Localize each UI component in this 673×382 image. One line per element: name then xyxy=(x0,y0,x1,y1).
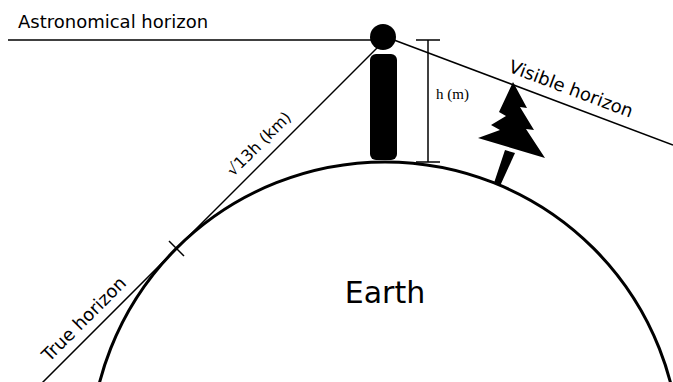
region-label: Earth xyxy=(345,276,425,309)
height-tick xyxy=(416,161,440,163)
astronomical-horizon-line xyxy=(8,39,372,41)
distance-label: √13h (km) xyxy=(223,108,294,179)
height-bracket xyxy=(427,40,429,162)
person-figure xyxy=(370,24,397,160)
true-horizon-line xyxy=(30,42,383,382)
earth-outline xyxy=(90,162,673,382)
horizon-label: Astronomical horizon xyxy=(18,12,208,32)
tree-figure xyxy=(478,82,545,186)
tangent-tick xyxy=(169,241,184,256)
height-tick xyxy=(416,39,440,41)
height-label: h (m) xyxy=(436,86,469,103)
